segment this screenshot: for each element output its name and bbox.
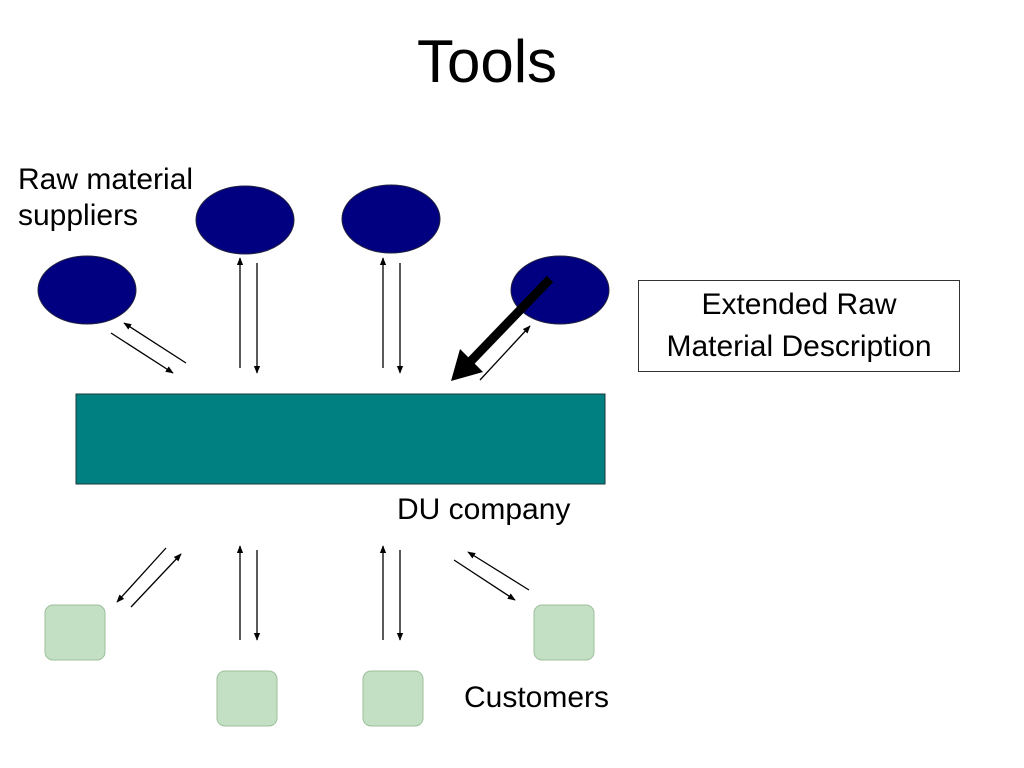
- arrow-from-customer-4: [467, 551, 530, 591]
- suppliers-label-line-2: suppliers: [18, 199, 139, 232]
- extended-box-line-1: Extended Raw: [701, 288, 897, 321]
- du-company-bar: [75, 393, 606, 485]
- arrow-to-supplier-4: [479, 325, 531, 381]
- customer-node-4: [533, 604, 595, 661]
- supplier-node-4: [510, 255, 610, 325]
- arrow-to-customer-1: [116, 547, 167, 603]
- customers-label: Customers: [464, 681, 610, 714]
- extended-raw-material-description-box: Extended Raw Material Description: [638, 280, 960, 372]
- arrow-from-customer-1: [130, 553, 182, 608]
- extended-box-line-2: Material Description: [666, 330, 932, 363]
- du-company-label: DU company: [397, 493, 571, 526]
- customer-node-1: [44, 604, 106, 661]
- extended-description-arrowhead: [451, 349, 483, 381]
- arrow-to-supplier-1: [123, 322, 187, 364]
- raw-material-suppliers-label: Raw material suppliers: [18, 162, 193, 234]
- arrow-to-customer-4: [453, 559, 516, 601]
- arrow-from-supplier-1: [110, 332, 174, 374]
- extended-description-arrow-shaft: [466, 275, 554, 366]
- supplier-node-3: [341, 184, 441, 254]
- supplier-node-1: [37, 255, 137, 325]
- supplier-node-2: [195, 185, 295, 255]
- customer-node-3: [362, 670, 424, 727]
- suppliers-label-line-1: Raw material: [18, 163, 194, 196]
- slide-title: Tools: [416, 28, 558, 95]
- customer-node-2: [216, 670, 278, 727]
